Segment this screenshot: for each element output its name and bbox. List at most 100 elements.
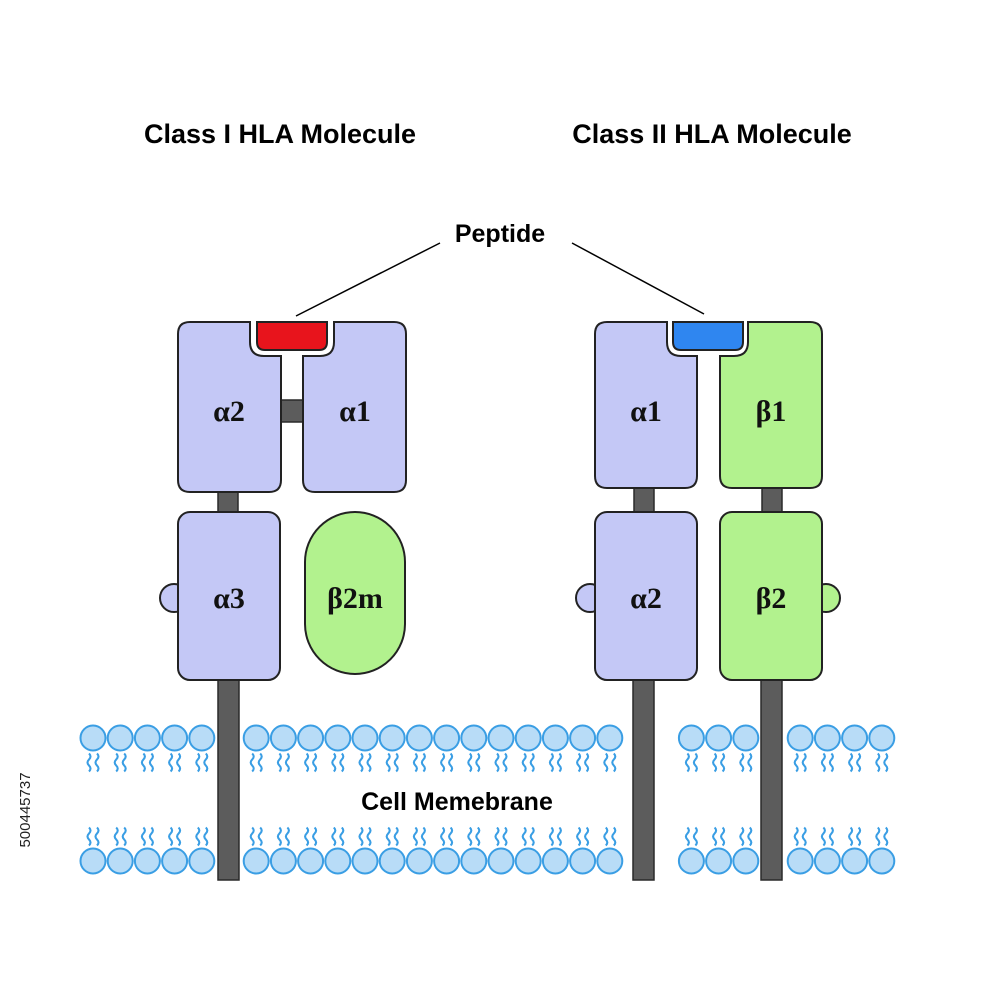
class1-alpha3-label: α3 — [213, 582, 245, 615]
class2-beta-transmembrane-stalk — [760, 669, 783, 881]
lipid-tail — [584, 752, 590, 773]
lipid-tail — [284, 752, 290, 773]
lipid-tail — [684, 752, 690, 773]
lipid-tail — [176, 826, 182, 847]
lipid-tail — [148, 826, 154, 847]
lipid-head — [79, 847, 107, 875]
class2-molecule: α1 β1 α2 β2 — [575, 321, 841, 881]
class1-peptide — [256, 321, 328, 351]
lipid-tail — [86, 752, 92, 773]
lipid-tail — [720, 826, 726, 847]
class2-alpha-transmembrane-stalk — [632, 669, 655, 881]
lipid-head — [242, 847, 270, 875]
lipid-tail — [140, 752, 146, 773]
class1-disulfide-bridge — [277, 399, 307, 423]
lipid-tail — [412, 826, 418, 847]
lipid-tail — [412, 752, 418, 773]
class2-alpha2-label: α2 — [630, 582, 662, 615]
lipid-head — [242, 724, 270, 752]
class2-beta-linker — [761, 487, 783, 515]
lipid-head — [569, 724, 597, 752]
lipid-tail — [467, 826, 473, 847]
lipid-head — [813, 724, 841, 752]
lipid-tail — [603, 826, 609, 847]
lipid-tail — [494, 752, 500, 773]
lipid-tail — [331, 826, 337, 847]
lipid-tail — [284, 826, 290, 847]
class2-alpha2-domain — [594, 511, 698, 681]
lipid-tail — [121, 826, 127, 847]
lipid-head — [433, 847, 461, 875]
lipid-head — [297, 847, 325, 875]
lipid-tail — [448, 752, 454, 773]
lipid-tail — [339, 826, 345, 847]
lipid-tail — [113, 752, 119, 773]
lipid-tail — [856, 826, 862, 847]
lipid-tail — [556, 826, 562, 847]
lipid-tail — [366, 752, 372, 773]
lipid-tail — [684, 826, 690, 847]
lipid-tail — [747, 752, 753, 773]
lipid-tail — [828, 752, 834, 773]
class2-alpha-linker — [633, 487, 655, 515]
lipid-tail — [140, 826, 146, 847]
lipid-tail — [257, 752, 263, 773]
lipid-tail — [176, 752, 182, 773]
lipid-tail — [168, 752, 174, 773]
class1-alpha1-domain — [302, 321, 407, 493]
lipid-head — [677, 847, 705, 875]
class2-title: Class II HLA Molecule — [572, 119, 852, 149]
lipid-tail — [747, 826, 753, 847]
lipid-tail — [203, 752, 209, 773]
peptide-label: Peptide — [455, 220, 545, 248]
lipid-head — [433, 724, 461, 752]
class1-beta2m-label: β2m — [327, 582, 383, 615]
lipid-tail — [848, 826, 854, 847]
lipid-head — [269, 724, 297, 752]
lipid-tail — [529, 826, 535, 847]
lipid-tail — [312, 752, 318, 773]
class2-alpha1-label: α1 — [630, 395, 662, 428]
lipid-tail — [121, 752, 127, 773]
lipid-head — [269, 847, 297, 875]
lipid-head — [106, 724, 134, 752]
lipid-tail — [440, 826, 446, 847]
lipid-tail — [712, 826, 718, 847]
class1-alpha2-domain — [177, 321, 282, 493]
lipid-tail — [203, 826, 209, 847]
lipid-head — [596, 724, 624, 752]
lipid-tail — [720, 752, 726, 773]
lipid-tail — [502, 826, 508, 847]
lipid-head — [487, 847, 515, 875]
lipid-head — [569, 847, 597, 875]
lipid-tail — [875, 826, 881, 847]
lipid-tail — [611, 826, 617, 847]
lipid-head — [596, 847, 624, 875]
lipid-tail — [94, 752, 100, 773]
lipid-tail — [692, 826, 698, 847]
lipid-tail — [475, 752, 481, 773]
lipid-tail — [331, 752, 337, 773]
lipid-tail — [820, 826, 826, 847]
lipid-tail — [467, 752, 473, 773]
lipid-head — [841, 847, 869, 875]
lipid-tail — [883, 826, 889, 847]
class1-alpha2-label: α2 — [213, 395, 245, 428]
lipid-head — [868, 847, 896, 875]
lipid-head — [351, 724, 379, 752]
class1-beta2m-domain — [304, 511, 406, 675]
lipid-tail — [195, 826, 201, 847]
lipid-tail — [801, 826, 807, 847]
lipid-tail — [793, 752, 799, 773]
lipid-tail — [249, 752, 255, 773]
lipid-head — [541, 847, 569, 875]
lipid-tail — [276, 752, 282, 773]
membrane-label: Cell Memebrane — [361, 788, 553, 816]
lipid-head — [324, 847, 352, 875]
lipid-tail — [358, 752, 364, 773]
class2-alpha1-domain — [594, 321, 698, 489]
peptide-pointer-line-left — [295, 242, 441, 317]
lipid-tail — [257, 826, 263, 847]
class1-linker-a2-a3 — [217, 489, 239, 515]
